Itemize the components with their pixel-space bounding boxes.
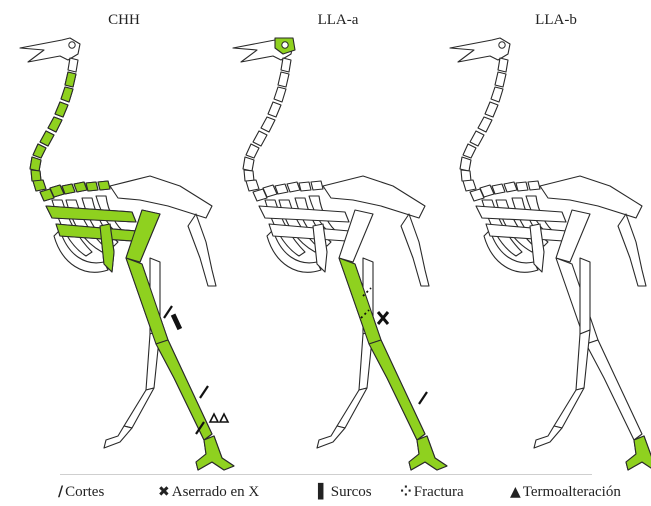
highlighted-bone bbox=[61, 87, 73, 102]
highlighted-bone bbox=[86, 182, 98, 191]
groove-icon: ▌ bbox=[318, 484, 329, 500]
legend-item-surcos: ▌Surcos bbox=[318, 484, 372, 501]
triangle-mark bbox=[210, 414, 218, 422]
legend-item-cortes: /Cortes bbox=[58, 484, 104, 501]
skeleton-lla-b bbox=[450, 38, 651, 470]
highlighted-bone bbox=[196, 436, 234, 470]
x-saw-icon: ✖ bbox=[158, 484, 170, 500]
cut-mark-icon: / bbox=[58, 484, 63, 500]
groove-mark bbox=[171, 313, 182, 330]
highlighted-bone bbox=[30, 157, 41, 171]
highlighted-bone bbox=[33, 144, 46, 158]
highlighted-bone bbox=[409, 436, 447, 470]
highlighted-bone bbox=[48, 117, 62, 132]
highlighted-bone bbox=[33, 180, 46, 191]
legend-label: Termoalteración bbox=[523, 484, 621, 500]
legend-divider bbox=[60, 474, 592, 475]
highlighted-bone bbox=[31, 170, 41, 181]
skeleton-lla-a bbox=[233, 38, 447, 470]
highlighted-bone bbox=[98, 181, 110, 190]
highlighted-bone bbox=[339, 258, 381, 344]
legend: /Cortes ✖Aserrado en X ▌Surcos ⁘Fractura… bbox=[0, 484, 651, 506]
legend-label: Aserrado en X bbox=[172, 484, 259, 500]
legend-item-termo: ▲Termoalteración bbox=[510, 484, 621, 501]
legend-label: Cortes bbox=[65, 484, 104, 500]
cut-mark bbox=[200, 386, 208, 398]
legend-item-fractura: ⁘Fractura bbox=[400, 484, 464, 501]
highlighted-bone bbox=[55, 102, 68, 117]
skeleton-chh bbox=[20, 38, 234, 470]
cut-mark bbox=[164, 306, 172, 318]
x-saw-mark bbox=[378, 312, 388, 324]
highlighted-bone bbox=[65, 72, 76, 87]
legend-label: Fractura bbox=[414, 484, 464, 500]
legend-label: Surcos bbox=[331, 484, 372, 500]
legend-item-aserrado: ✖Aserrado en X bbox=[158, 484, 259, 501]
highlighted-bone bbox=[156, 340, 212, 440]
triangle-mark bbox=[220, 414, 228, 422]
fracture-icon: ⁘ bbox=[400, 484, 412, 500]
highlighted-bone bbox=[62, 184, 75, 194]
highlighted-bone bbox=[40, 131, 54, 146]
highlighted-bone bbox=[626, 436, 651, 470]
highlighted-bone bbox=[74, 182, 87, 192]
highlighted-bone bbox=[369, 340, 425, 440]
cut-mark bbox=[419, 392, 427, 404]
highlighted-bone bbox=[126, 258, 168, 344]
triangle-icon: ▲ bbox=[510, 484, 521, 500]
